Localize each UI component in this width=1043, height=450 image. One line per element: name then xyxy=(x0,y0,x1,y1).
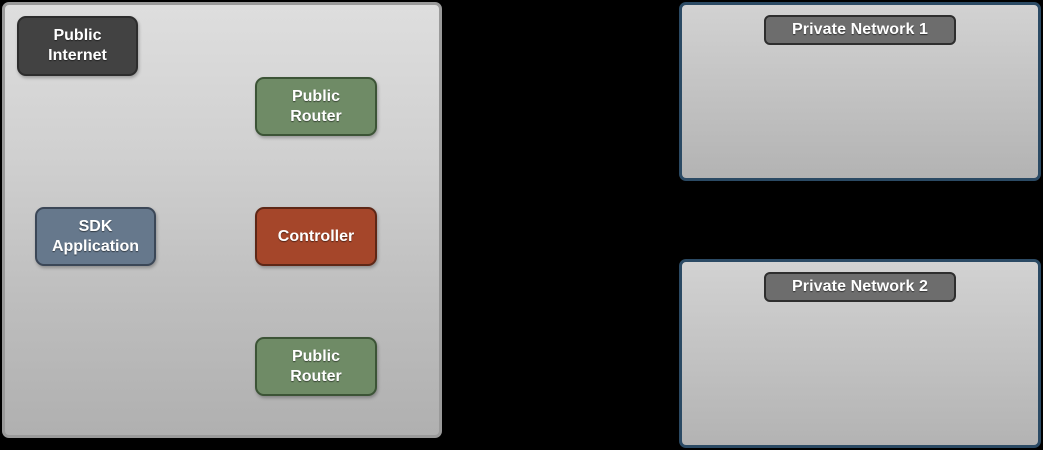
node-public-router-bottom[interactable]: Public Router xyxy=(255,337,377,396)
node-public-router-top[interactable]: Public Router xyxy=(255,77,377,136)
public-zone-panel: Public Internet Public Router SDK Applic… xyxy=(2,2,442,438)
private-network-1-title-badge: Private Network 1 xyxy=(764,15,956,45)
private-network-1-panel: Private Network 1 Private Router Applica… xyxy=(679,2,1041,181)
private-network-2-panel: Private Network 2 Private Router Applica… xyxy=(679,259,1041,448)
node-controller[interactable]: Controller xyxy=(255,207,377,266)
node-public-internet[interactable]: Public Internet xyxy=(17,16,138,76)
node-sdk-application[interactable]: SDK Application xyxy=(35,207,156,266)
private-network-2-title-badge: Private Network 2 xyxy=(764,272,956,302)
